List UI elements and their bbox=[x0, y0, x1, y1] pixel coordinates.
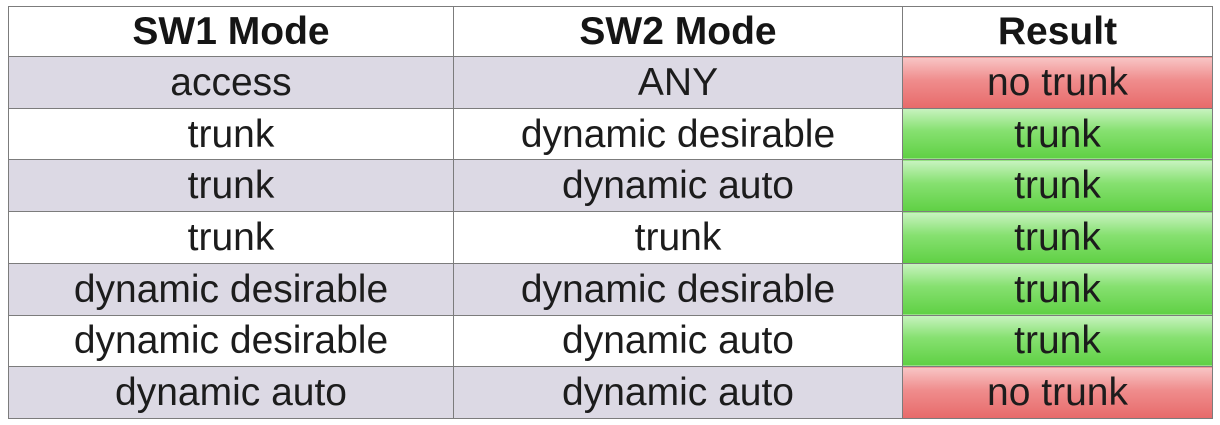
sw1-mode-cell: dynamic auto bbox=[8, 366, 454, 419]
header-row: SW1 Mode SW2 Mode Result bbox=[8, 6, 1213, 57]
header-result: Result bbox=[902, 6, 1213, 57]
sw1-mode-cell: trunk bbox=[8, 211, 454, 264]
sw2-mode-cell: dynamic auto bbox=[453, 159, 903, 213]
sw1-mode-cell: access bbox=[8, 56, 454, 109]
sw1-mode-cell: dynamic desirable bbox=[8, 262, 454, 316]
sw1-mode-cell: dynamic desirable bbox=[8, 314, 454, 368]
table-row: dynamic desirable dynamic desirable trun… bbox=[8, 262, 1213, 316]
header-sw1-mode: SW1 Mode bbox=[8, 6, 454, 57]
sw1-mode-cell: trunk bbox=[8, 107, 454, 161]
table-row: trunk dynamic auto trunk bbox=[8, 159, 1213, 213]
trunk-negotiation-table-frame: SW1 Mode SW2 Mode Result access ANY no t… bbox=[8, 6, 1213, 419]
result-cell: trunk bbox=[902, 314, 1213, 368]
table-row: dynamic desirable dynamic auto trunk bbox=[8, 314, 1213, 368]
result-cell: no trunk bbox=[902, 366, 1213, 419]
header-sw2-mode: SW2 Mode bbox=[453, 6, 903, 57]
sw2-mode-cell: trunk bbox=[453, 211, 903, 264]
sw2-mode-cell: dynamic desirable bbox=[453, 262, 903, 316]
result-cell: trunk bbox=[902, 107, 1213, 161]
result-cell: no trunk bbox=[902, 56, 1213, 109]
sw2-mode-cell: ANY bbox=[453, 56, 903, 109]
sw2-mode-cell: dynamic auto bbox=[453, 314, 903, 368]
sw2-mode-cell: dynamic desirable bbox=[453, 107, 903, 161]
table-row: dynamic auto dynamic auto no trunk bbox=[8, 366, 1213, 419]
table-row: trunk dynamic desirable trunk bbox=[8, 107, 1213, 161]
result-cell: trunk bbox=[902, 159, 1213, 213]
result-cell: trunk bbox=[902, 211, 1213, 264]
result-cell: trunk bbox=[902, 262, 1213, 316]
trunk-negotiation-table: SW1 Mode SW2 Mode Result access ANY no t… bbox=[8, 6, 1213, 419]
table-row: access ANY no trunk bbox=[8, 56, 1213, 109]
sw2-mode-cell: dynamic auto bbox=[453, 366, 903, 419]
table-row: trunk trunk trunk bbox=[8, 211, 1213, 264]
sw1-mode-cell: trunk bbox=[8, 159, 454, 213]
